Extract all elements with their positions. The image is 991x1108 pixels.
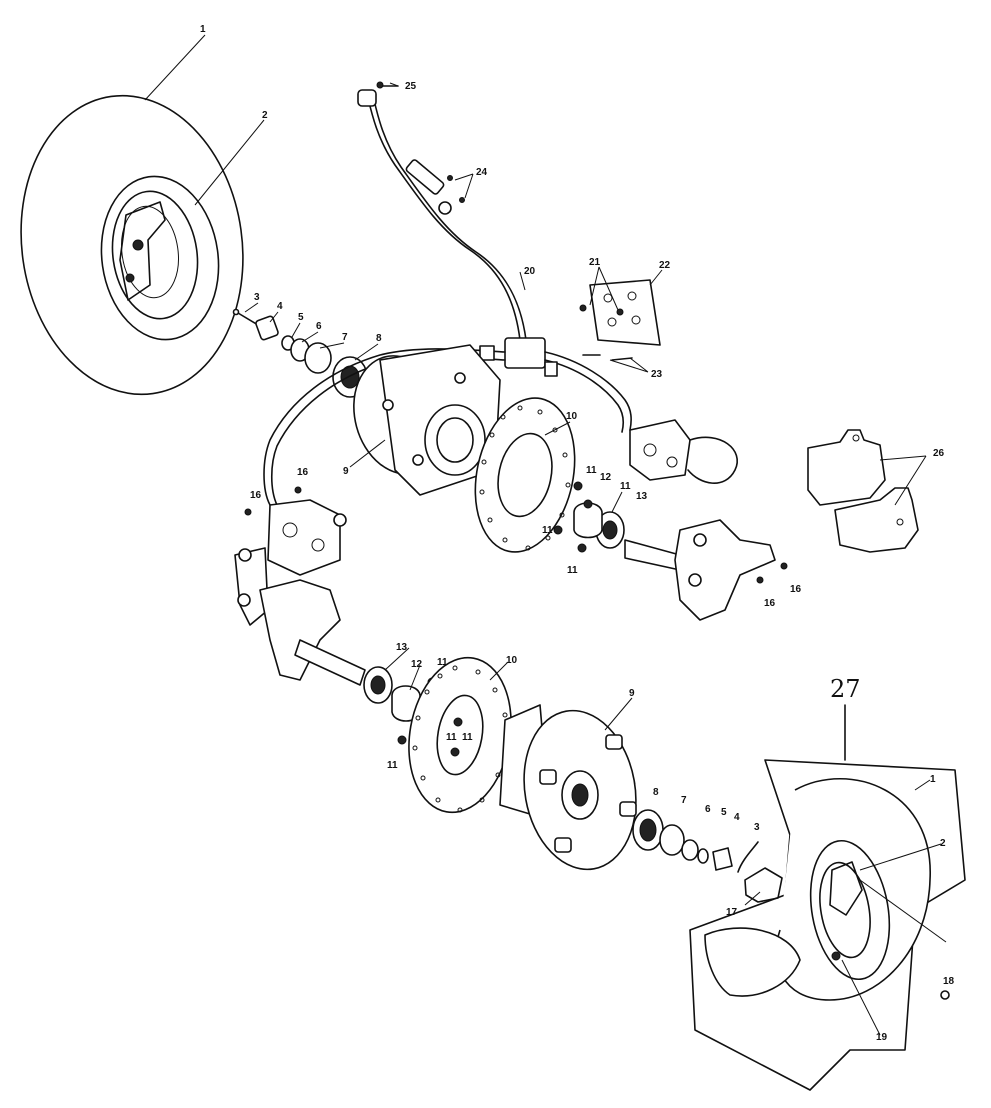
label-inset-part-1: 1 <box>930 774 936 785</box>
label-part-4: 4 <box>277 301 283 312</box>
label-part-11-g: 11 <box>462 732 473 743</box>
label-part-11-e: 11 <box>437 657 448 668</box>
label-part-26: 26 <box>933 448 945 459</box>
label-part-16-b: 16 <box>250 490 262 501</box>
small-fasteners-upper <box>244 481 593 553</box>
label-part-3: 3 <box>254 292 260 303</box>
leader-lines <box>144 34 947 1036</box>
label-part-1: 1 <box>200 24 206 35</box>
label-inset-27: 27 <box>830 675 861 703</box>
label-part-16-d: 16 <box>790 584 802 595</box>
brake-pads-part-26 <box>807 429 919 553</box>
label-part-9-upper: 9 <box>343 466 349 477</box>
label-part-20: 20 <box>524 266 536 277</box>
label-part-24: 24 <box>476 167 488 178</box>
label-part-7: 7 <box>342 332 348 343</box>
steering-knuckle-right <box>573 502 788 621</box>
label-part-8: 8 <box>376 333 382 344</box>
label-part-25: 25 <box>405 81 417 92</box>
tire-part-1 <box>20 94 244 396</box>
label-part-11-a: 11 <box>586 465 597 476</box>
label-part-9-lower: 9 <box>629 688 635 699</box>
label-part-5: 5 <box>298 312 304 323</box>
label-part-7-lower: 7 <box>681 795 687 806</box>
label-part-13-upper: 13 <box>636 491 648 502</box>
label-part-3-lower: 3 <box>754 822 760 833</box>
label-part-5-lower: 5 <box>721 807 727 818</box>
label-part-4-lower: 4 <box>734 812 740 823</box>
label-part-16-a: 16 <box>297 467 309 478</box>
label-part-11-d: 11 <box>567 565 578 576</box>
label-part-21: 21 <box>589 257 601 268</box>
label-part-11-c: 11 <box>542 525 553 536</box>
label-part-16-c: 16 <box>764 598 776 609</box>
label-part-12-upper: 12 <box>600 472 612 483</box>
label-part-2: 2 <box>262 110 268 121</box>
small-bolts-24-25 <box>376 81 465 203</box>
brake-caliper-left <box>267 499 347 576</box>
label-part-18: 18 <box>943 976 955 987</box>
label-part-19: 19 <box>876 1032 888 1043</box>
wheel-hub-lower-part-9 <box>499 704 637 871</box>
label-part-13-lower: 13 <box>396 642 408 653</box>
label-part-8-lower: 8 <box>653 787 659 798</box>
label-part-23: 23 <box>651 369 663 380</box>
label-part-10-upper: 10 <box>566 411 578 422</box>
label-part-12-lower: 12 <box>411 659 423 670</box>
brake-disc-upper-part-10 <box>474 397 576 553</box>
label-inset-part-2: 2 <box>940 838 946 849</box>
axle-hardware-lower <box>632 809 783 903</box>
part-number-labels: 1 2 3 4 5 6 7 8 9 10 11 11 11 11 12 13 1… <box>200 24 955 1043</box>
label-part-10-lower: 10 <box>506 655 518 666</box>
bearing-spacer-lower <box>363 666 437 745</box>
label-part-11-h: 11 <box>387 760 398 771</box>
label-part-6-lower: 6 <box>705 804 711 815</box>
brake-caliper-right <box>629 419 738 484</box>
label-part-6: 6 <box>316 321 322 332</box>
steering-knuckle-left <box>234 547 366 686</box>
label-part-11-f: 11 <box>446 732 457 743</box>
inset-wheel-assembly-27 <box>689 704 966 1091</box>
wheel-hub-upper-part-9 <box>353 344 501 496</box>
label-part-22: 22 <box>659 260 671 271</box>
label-part-11-b: 11 <box>620 481 631 492</box>
mounting-plate-part-22 <box>579 279 661 361</box>
label-part-17: 17 <box>726 907 738 918</box>
